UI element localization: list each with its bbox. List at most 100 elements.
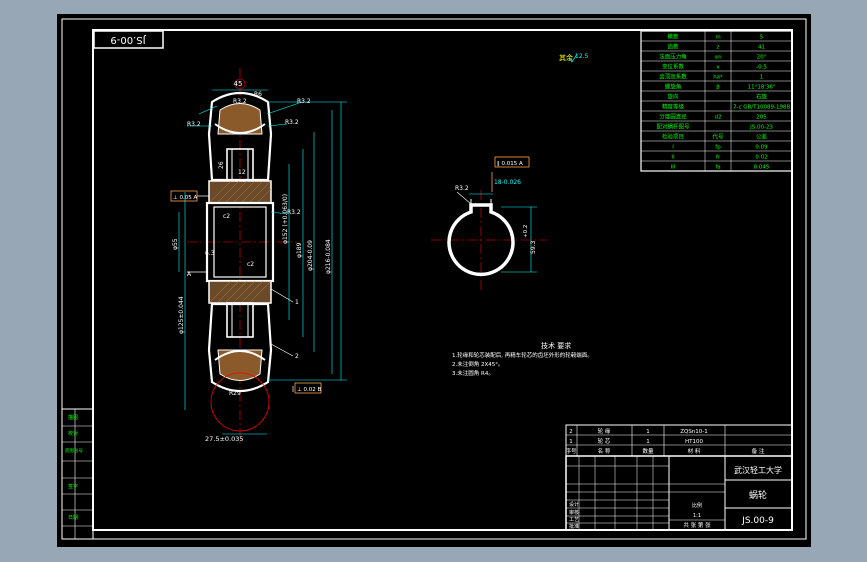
gear-section-view: 45 R3.2 R6 R3.2 R3.2 R3.2 26 12 c2 c2 6.… <box>170 68 347 444</box>
param-cell: 1 <box>760 75 764 81</box>
param-cell: fr <box>716 155 721 161</box>
dim-key-depth: 59.3 <box>530 240 537 254</box>
dim-width-top: 45 <box>234 80 243 88</box>
param-cell: 0.045 <box>754 165 770 171</box>
parts-cell: 名 称 <box>598 447 611 455</box>
parts-cell: 材 料 <box>688 447 701 455</box>
tech-requirements: 技术 要求 1.轮缘和轮芯装配后, 再精车轮芯的齿坯外形的轮毂端面。 2.未注倒… <box>452 341 593 377</box>
svg-text:审核: 审核 <box>569 509 579 516</box>
param-cell: 7-c GB/T10089-1988 <box>733 105 790 111</box>
scale-value: 1:1 <box>693 513 701 519</box>
param-cell: 41 <box>758 45 765 51</box>
svg-text:工艺: 工艺 <box>569 517 579 523</box>
svg-text:批准: 批准 <box>569 523 579 530</box>
param-cell: III <box>671 165 676 171</box>
tol-frame-b <box>294 382 322 394</box>
parts-cell: 备 注 <box>752 447 765 455</box>
scale-label: 比例 <box>692 502 702 509</box>
dim-r-right: R3.2 <box>297 98 311 105</box>
tech-req-line-2: 2.未注倒角 2X45°。 <box>452 360 504 368</box>
dim-r-bore: R3.2 <box>287 209 301 216</box>
param-cell: z <box>717 45 720 51</box>
callout-2: 2 <box>295 353 299 360</box>
param-cell: x <box>716 65 720 71</box>
dim-bottom: 27.5±0.035 <box>205 435 244 443</box>
dim-c2: c2 <box>223 213 230 220</box>
svg-text:底图总号: 底图总号 <box>65 447 83 454</box>
dim-key-tol: 18-0.026 <box>494 179 521 186</box>
svg-text:设计: 设计 <box>569 501 579 508</box>
tech-req-line-3: 3.未注圆角 R4。 <box>452 369 494 377</box>
dim-d125: φ125±0.044 <box>178 296 185 334</box>
param-cell: 精度等级 <box>662 103 685 111</box>
svg-text:⊥ 0.05 A: ⊥ 0.05 A <box>173 195 198 201</box>
tol-frame-a <box>170 190 198 202</box>
parts-cell: 1 <box>646 439 650 445</box>
dim-c2b: c2 <box>247 261 254 268</box>
param-cell: -0.5 <box>756 65 767 71</box>
dim-r-key: R3.2 <box>455 185 469 192</box>
param-cell: 变位系数 <box>662 63 685 71</box>
dim-d26: 26 <box>218 161 225 169</box>
param-cell: ha* <box>713 75 723 81</box>
param-cell: d2 <box>715 115 722 121</box>
dim-r29: R29 <box>229 390 241 397</box>
dim-r-top2: R6 <box>254 91 262 98</box>
parts-cell: HT100 <box>685 439 703 445</box>
left-strip: 描图 校对 底图总号 签字 日期 <box>61 408 94 540</box>
param-cell: 齿数 <box>667 43 679 51</box>
callout-1: 1 <box>295 299 299 306</box>
dim-r-top: R3.2 <box>233 98 247 105</box>
param-cell: 分度圆直径 <box>659 113 687 121</box>
sheet-inner-frame <box>92 29 793 531</box>
param-cell: 0.02 <box>755 155 767 161</box>
param-cell: JS.00-23 <box>749 125 773 131</box>
param-cell: 5 <box>760 35 764 41</box>
svg-text:签字: 签字 <box>68 483 78 490</box>
svg-text:⊥ 0.02 B: ⊥ 0.02 B <box>297 387 322 393</box>
param-cell: 代号 <box>712 133 724 141</box>
sheet-outer-border <box>61 18 807 540</box>
svg-text:描图: 描图 <box>68 414 78 421</box>
dim-d216: φ216-0.084 <box>325 239 332 274</box>
dim-r-left: R3.2 <box>187 121 201 128</box>
part-name: 蜗轮 <box>749 489 767 501</box>
param-cell: II <box>671 155 675 161</box>
param-cell: fp <box>715 145 721 151</box>
param-cell: 螺旋角 <box>665 83 682 91</box>
param-cell: fa <box>715 165 720 171</box>
param-cell: 0.09 <box>755 145 768 151</box>
svg-text:日期: 日期 <box>68 515 78 521</box>
param-cell: m <box>715 35 720 41</box>
parts-cell: ZQSn10-1 <box>680 429 708 435</box>
dim-d152: φ152 (+0.063/0) <box>282 194 289 244</box>
param-cell: 旋向 <box>667 93 678 101</box>
parts-cell: 1 <box>646 429 650 435</box>
dim-d12: 12 <box>238 169 246 176</box>
param-cell: 205 <box>756 115 767 121</box>
parts-cell: 数量 <box>642 447 654 455</box>
parts-cell: 序号 <box>565 447 577 455</box>
param-cell: 20° <box>757 55 767 61</box>
tech-req-title: 技术 要求 <box>541 341 571 350</box>
number-box <box>93 30 164 49</box>
roughness-symbol-icon <box>568 53 578 63</box>
dim-d189: φ189 <box>296 242 303 258</box>
keyway-view: ‖ 0.015 A 18-0.026 R3.2 59.3 +0.2 <box>431 156 547 290</box>
drawing-canvas[interactable]: JS.00-9 其余 12.5 描图 校对 底图总号 签字 日期 <box>57 14 811 547</box>
param-cell: 齿顶高系数 <box>659 73 687 81</box>
dim-d204: φ204-0.09 <box>307 240 314 271</box>
tech-req-line-1: 1.轮缘和轮芯装配后, 再精车轮芯的齿坯外形的轮毂端面。 <box>452 351 593 359</box>
param-cell: 右旋 <box>756 93 768 101</box>
school-name: 武汉轻工大学 <box>734 465 782 475</box>
parts-cell: 轮 缘 <box>598 427 611 435</box>
param-cell: 11°18'36" <box>748 85 776 91</box>
param-cell: 配对蜗杆图号 <box>656 123 690 131</box>
param-cell: β <box>716 85 720 91</box>
key-tol-frame <box>494 156 530 168</box>
svg-text:‖ 0.015 A: ‖ 0.015 A <box>497 161 523 167</box>
